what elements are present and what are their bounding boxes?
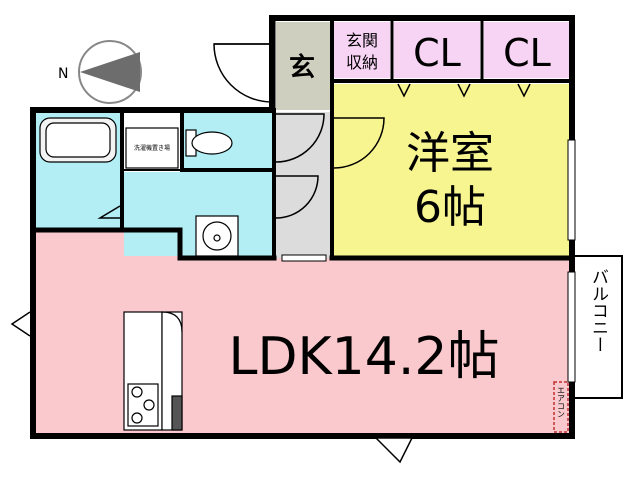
stove-burner-3 xyxy=(131,412,143,424)
genkan-storage-fill xyxy=(334,22,390,78)
ldk-fill-upper xyxy=(180,258,570,268)
laundry-area-box xyxy=(125,127,179,169)
western-room-label-1: 洋室 xyxy=(406,128,494,179)
entrance-door-swing xyxy=(213,43,273,103)
toilet-door-swing xyxy=(275,113,325,163)
stove-burner-1 xyxy=(131,386,143,398)
compass-circle xyxy=(78,40,142,104)
closet-1-label: CL xyxy=(413,31,461,75)
genkan-storage-label-2: 収納 xyxy=(346,53,378,72)
bathtub-inner xyxy=(45,122,111,158)
window-hall xyxy=(281,254,327,262)
walls xyxy=(30,15,575,439)
aircon-marker xyxy=(553,381,569,433)
closet-2-label: CL xyxy=(503,31,551,75)
refrigerator-slot xyxy=(171,395,183,431)
western-room-label-2: 6帖 xyxy=(414,182,486,233)
closet-fold-marks xyxy=(397,83,531,98)
south-door-swing xyxy=(374,437,414,464)
west-door-marker xyxy=(10,311,31,337)
washroom-door-swing xyxy=(275,175,319,219)
laundry-label: 洗濯機置き場 xyxy=(134,144,170,152)
doors xyxy=(10,43,531,464)
closet-2-fill xyxy=(484,22,570,78)
compass: N xyxy=(58,40,142,104)
window-ldk xyxy=(567,271,576,383)
fixtures: 洗濯機置き場 xyxy=(39,117,239,431)
closet-1-fill xyxy=(394,22,480,78)
toilet-icon xyxy=(191,131,233,155)
genkan-fill xyxy=(276,22,330,110)
western-room-door-swing xyxy=(333,117,385,169)
windows xyxy=(281,139,576,383)
western-room-fill xyxy=(334,84,570,256)
balcony-label: バルコニー xyxy=(588,268,608,353)
washbasin-drain xyxy=(213,234,221,242)
kitchen-counter-curve xyxy=(161,311,183,333)
stove-burner-2 xyxy=(143,399,155,411)
compass-north-label: N xyxy=(58,66,68,82)
genkan-label: 玄 xyxy=(289,52,315,83)
ldk-label: LDK14.2帖 xyxy=(229,327,500,387)
hallway-fill xyxy=(276,112,330,258)
compass-needle-icon xyxy=(80,52,140,92)
window-western xyxy=(567,139,576,241)
genkan-storage-label-1: 玄関 xyxy=(346,31,378,50)
aircon-label: エアコン xyxy=(557,386,566,418)
bathroom-door-marker xyxy=(97,205,121,219)
